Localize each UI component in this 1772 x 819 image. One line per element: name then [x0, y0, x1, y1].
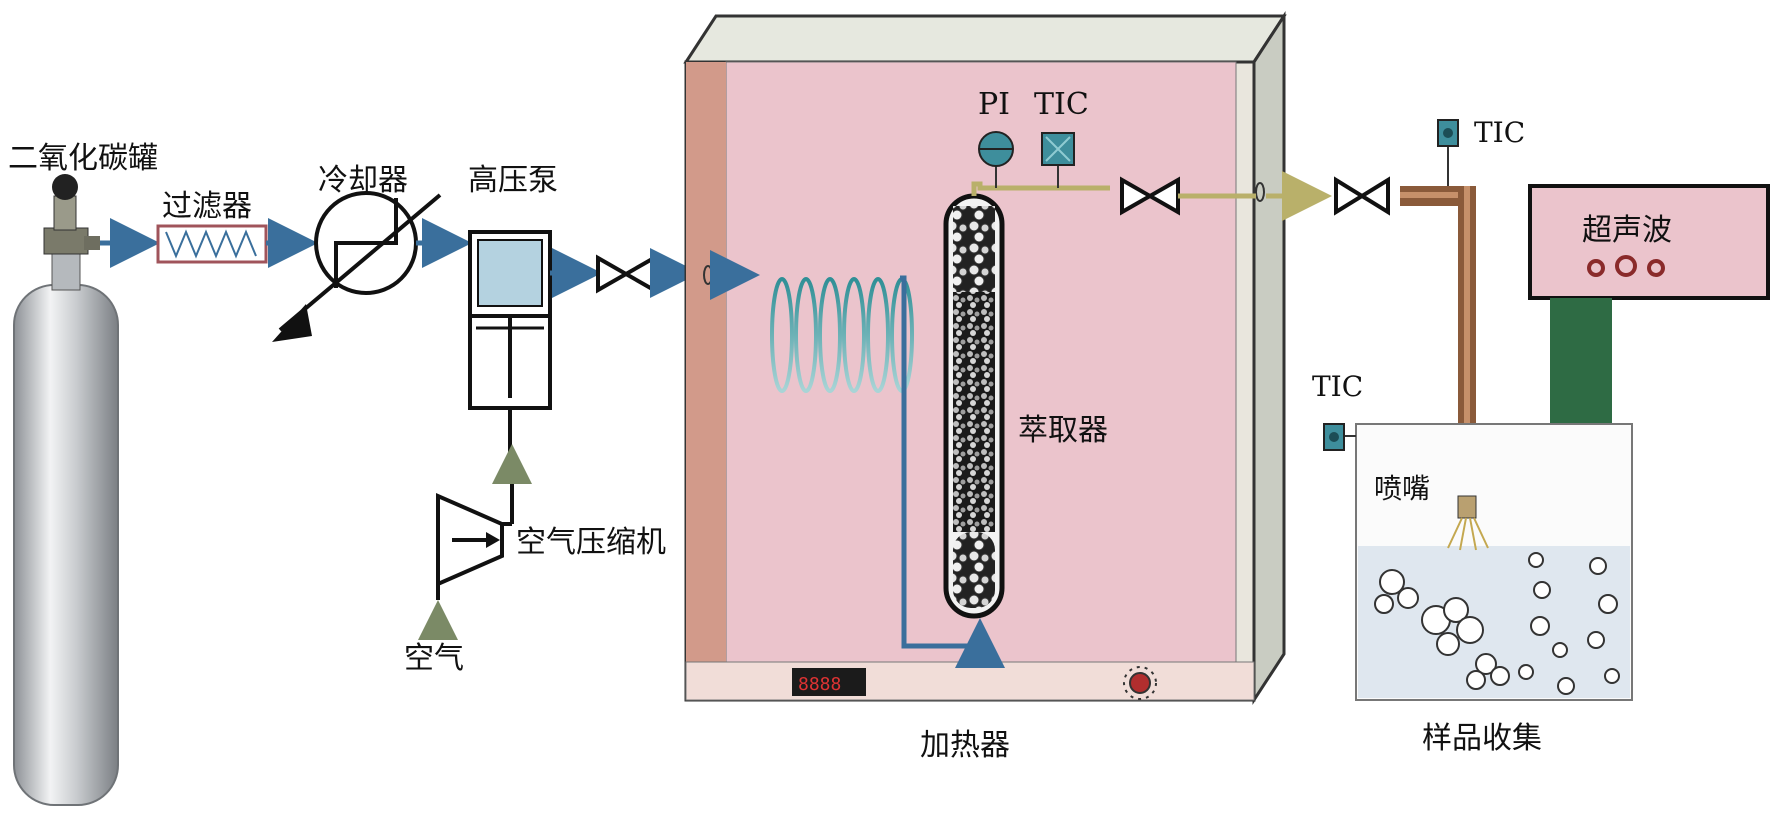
- nozzle-label: 喷嘴: [1374, 472, 1430, 505]
- tic-oven-label: TIC: [1034, 87, 1089, 122]
- co2-tank: [13, 174, 119, 806]
- co2-tank-label: 二氧化碳罐: [8, 141, 158, 176]
- filter: [156, 224, 268, 264]
- heater-oven: 8888: [683, 10, 1287, 706]
- heated-tubing: [1400, 186, 1476, 496]
- pump-label: 高压泵: [468, 163, 558, 198]
- collection-label: 样品收集: [1422, 721, 1542, 756]
- extractor-column: [943, 193, 1005, 619]
- valve-1: [596, 254, 656, 294]
- tic-outlet-instrument: [1437, 119, 1459, 147]
- heater-label: 加热器: [920, 728, 1010, 763]
- tic-collection-label: TIC: [1312, 370, 1363, 403]
- nozzle: [1447, 495, 1489, 551]
- pi-gauge: [978, 131, 1014, 167]
- tic-outlet-label: TIC: [1474, 116, 1525, 149]
- pi-label: PI: [978, 87, 1010, 122]
- high-pressure-pump: [468, 230, 552, 455]
- tic-oven-instrument: [1041, 132, 1075, 166]
- cooler: [272, 191, 442, 342]
- valve-3: [1334, 176, 1390, 216]
- compressor-label: 空气压缩机: [516, 525, 666, 560]
- air-compressor: [418, 444, 532, 640]
- air-label: 空气: [404, 641, 464, 676]
- cooler-label: 冷却器: [318, 163, 408, 198]
- ultrasound-label: 超声波: [1582, 213, 1672, 248]
- extractor-label: 萃取器: [1018, 413, 1108, 448]
- tic-collection-instrument: [1323, 423, 1345, 451]
- filter-label: 过滤器: [162, 189, 252, 224]
- collection-vessel: [1355, 423, 1633, 701]
- svg-text:8888: 8888: [798, 674, 841, 695]
